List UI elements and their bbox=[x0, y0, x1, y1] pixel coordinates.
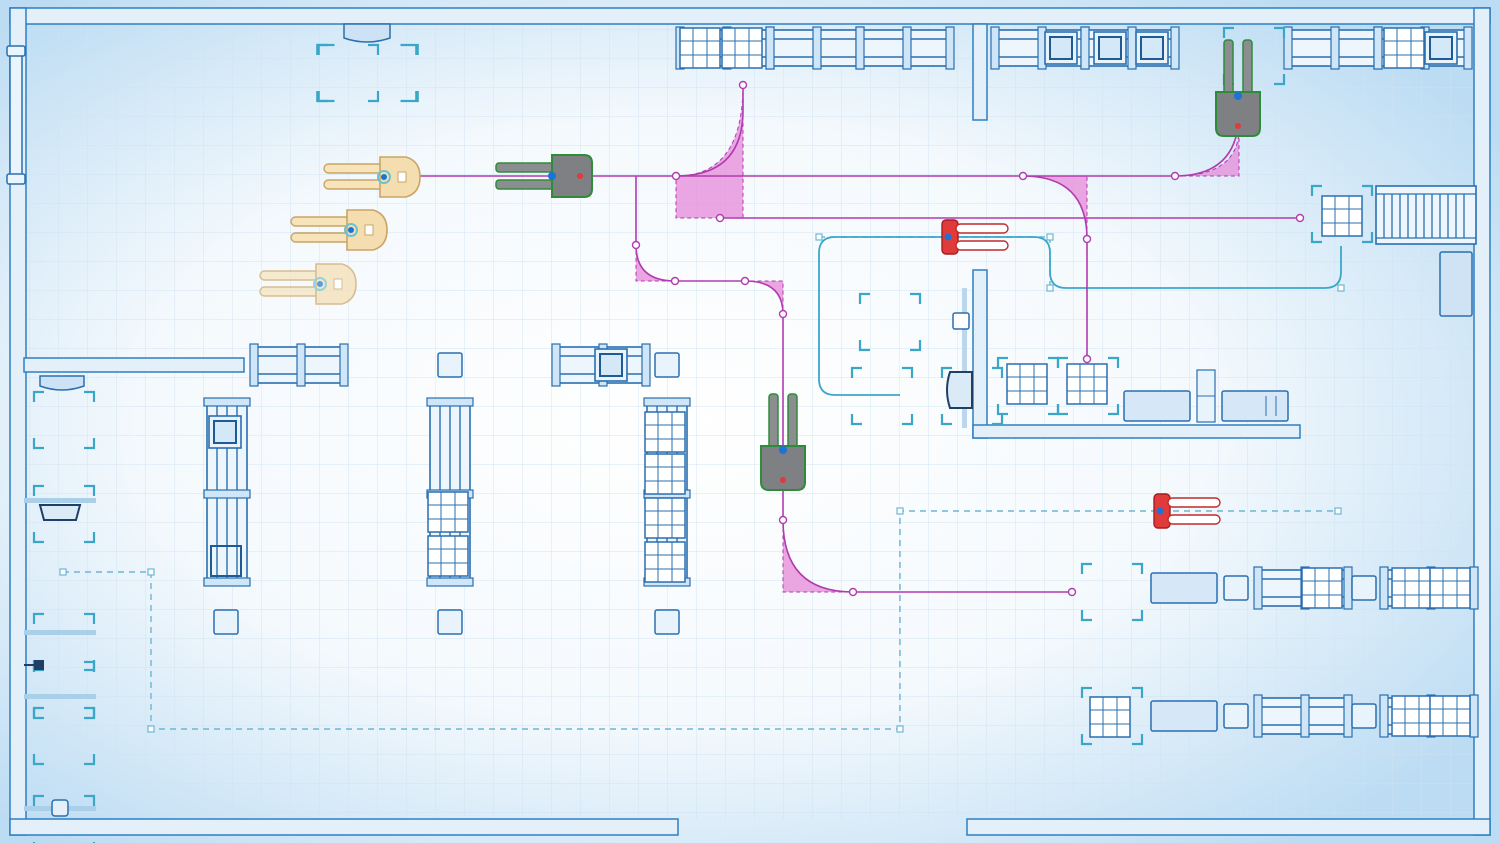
staging-conveyors bbox=[203, 343, 691, 635]
charger-plug-icon bbox=[34, 660, 44, 670]
charging-dock-icon bbox=[39, 375, 85, 391]
right-inbound-conveyor bbox=[1310, 184, 1477, 317]
side-door bbox=[6, 45, 26, 185]
outbound-lines bbox=[1080, 562, 1479, 746]
left-bay bbox=[24, 375, 96, 843]
top-conveyor-row bbox=[675, 26, 1473, 70]
path-waypoints bbox=[631, 80, 1305, 597]
charging-dock-icon bbox=[38, 504, 82, 521]
inner-room-contents bbox=[946, 288, 1289, 428]
charging-dock-icon bbox=[946, 371, 973, 409]
inner-room-walls bbox=[972, 269, 1301, 439]
active-route-teal bbox=[818, 236, 1342, 396]
outer-walls bbox=[9, 7, 1491, 836]
charging-dock-icon bbox=[343, 23, 391, 43]
